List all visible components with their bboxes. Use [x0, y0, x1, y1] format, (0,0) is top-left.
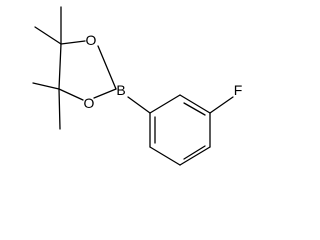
bond-ring-double-2: [183, 145, 206, 160]
bond-c-ring-bottom-o2: [58, 88, 84, 101]
atom-label-boron: B: [116, 82, 125, 98]
structure-diagram: O O B F: [32, 6, 243, 166]
bond-o2-b: [93, 88, 117, 99]
atom-label-oxygen-top: O: [86, 32, 97, 48]
bond-methyl-4: [58, 88, 61, 130]
bond-ring-double-3: [183, 102, 206, 116]
bond-ring-c5-c6: [179, 94, 211, 114]
bond-c-f: [209, 96, 234, 114]
bond-o1-c-ring-top: [60, 40, 86, 45]
atom-label-oxygen-bottom: O: [84, 95, 95, 111]
bond-ring-c6-c1: [149, 94, 181, 114]
bond-c-ring-top-c-ring-bottom: [58, 43, 62, 90]
bond-b-aryl: [127, 96, 151, 114]
bond-methyl-3: [32, 82, 60, 90]
bond-methyl-2: [34, 26, 62, 45]
bond-ring-c2-c3: [149, 146, 181, 166]
bond-ring-c3-c4: [179, 146, 211, 166]
atom-label-fluorine: F: [234, 82, 243, 98]
bond-b-o1: [97, 45, 117, 90]
